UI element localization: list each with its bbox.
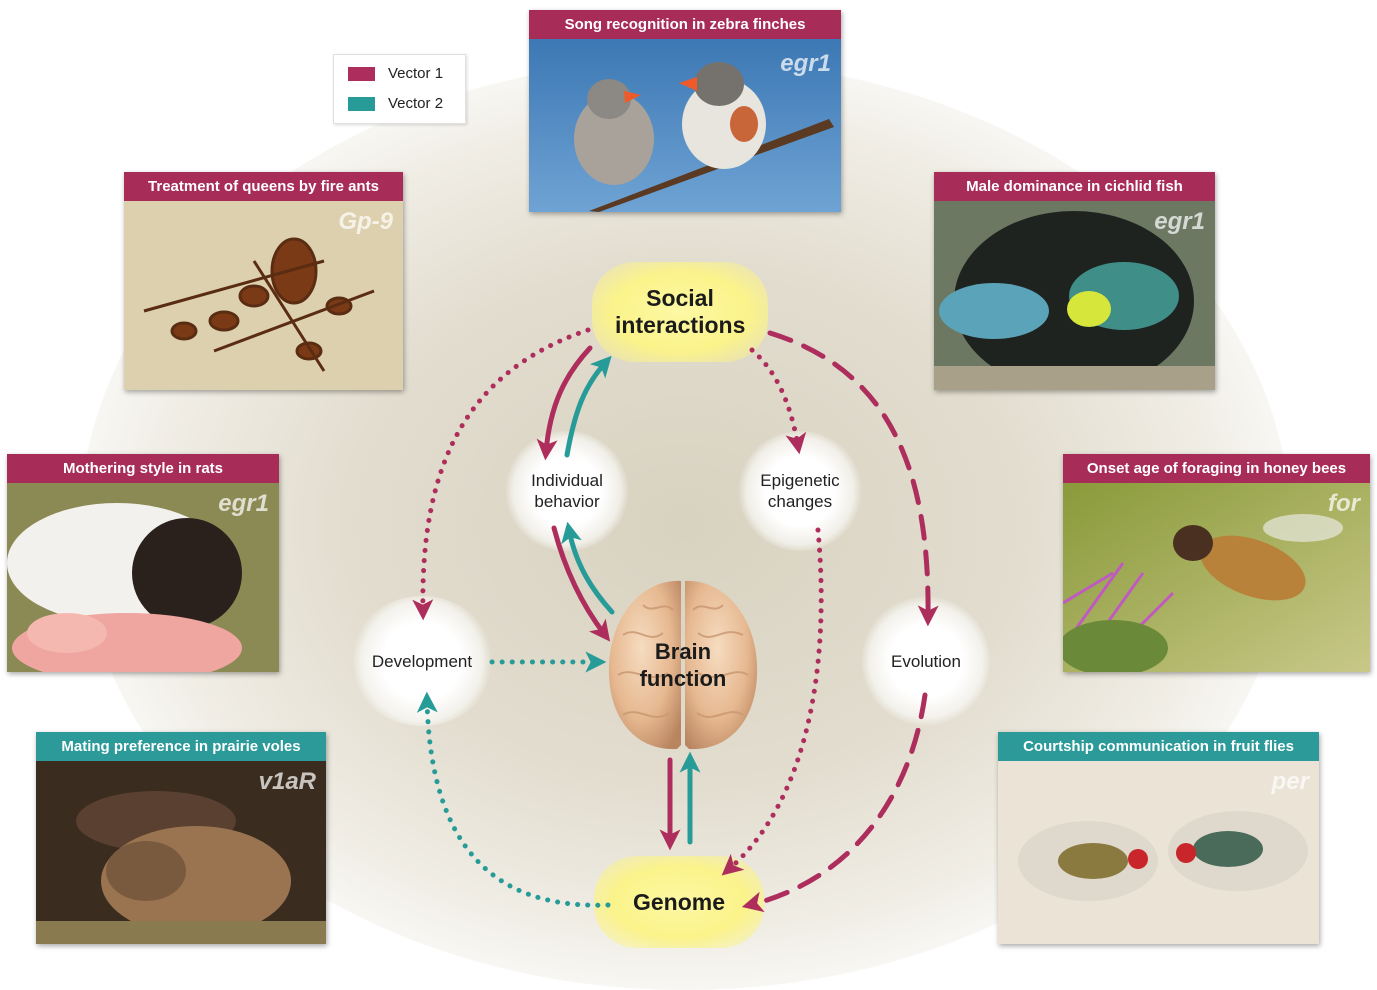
arrow-individual-to-brain	[554, 528, 605, 635]
arrow-evolution-to-genome	[750, 695, 925, 905]
arrow-individual-to-social	[567, 362, 606, 455]
arrow-epigenetic-to-genome	[728, 530, 821, 870]
arrow-social-to-development	[423, 330, 588, 612]
arrow-social-to-evolution	[770, 333, 928, 618]
arrow-genome-to-development	[427, 700, 608, 905]
arrow-social-to-epigenetic	[752, 350, 798, 446]
arrow-brain-to-individual	[569, 530, 612, 612]
